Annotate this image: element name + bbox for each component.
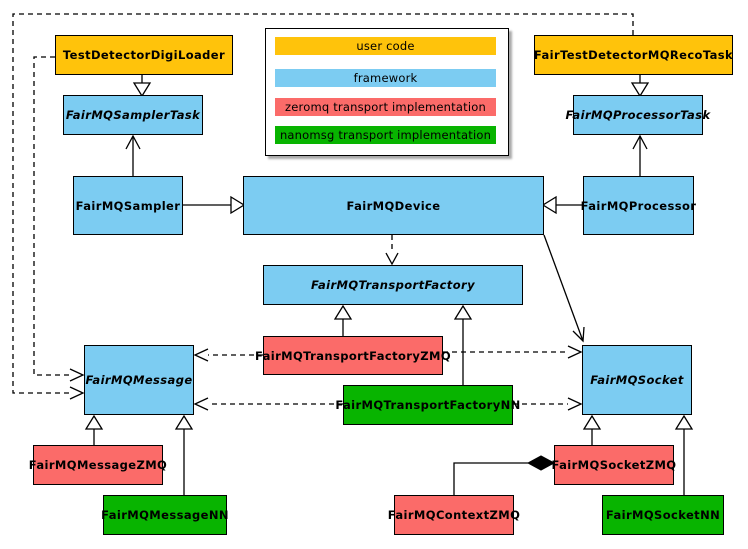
class-box-fairmqprocessor: FairMQProcessor <box>581 176 696 235</box>
edge-inheritance-socketzmq-socket <box>582 414 602 445</box>
edge-dependency-factoryzmq-socket <box>443 345 583 359</box>
edge-association-device-socket <box>543 234 585 343</box>
edge-inheritance-recotask-processortask <box>630 75 650 98</box>
class-box-testdetectordigiloader: TestDetectorDigiLoader <box>55 35 233 75</box>
class-box-fairmqsamplertask: FairMQSamplerTask <box>63 95 203 135</box>
edge-inheritance-messagezmq-message <box>84 414 104 445</box>
class-box-fairmqmessagezmq: FairMQMessageZMQ <box>29 445 167 485</box>
edge-composition-socketzmq-contextzmq <box>453 455 556 495</box>
class-box-fairmqprocessortask: FairMQProcessorTask <box>566 95 710 135</box>
edge-dependency-factorynn-socket <box>513 397 583 411</box>
class-box-fairmqtransportfactorynn: FairMQTransportFactoryNN <box>335 385 520 425</box>
edge-dependency-factoryzmq-message <box>193 348 263 362</box>
edge-inheritance-socketnn-socket <box>674 414 694 495</box>
class-box-fairmqcontextzmq: FairMQContextZMQ <box>388 495 520 535</box>
class-box-fairmqtransportfactoryzmq: FairMQTransportFactoryZMQ <box>255 336 451 375</box>
class-box-fairmqmessage: FairMQMessage <box>84 345 194 415</box>
legend-item-zeromq: zeromq transport implementation <box>275 98 496 116</box>
edge-inheritance-processor-device <box>541 195 583 215</box>
edge-dependency-device-transportfactory <box>385 235 399 266</box>
edge-dependency-digiloader-message <box>33 56 85 382</box>
class-box-fairmqsocketnn: FairMQSocketNN <box>602 495 724 535</box>
legend: user code framework zeromq transport imp… <box>265 28 509 156</box>
edge-association-sampler-samplertask <box>125 134 141 176</box>
edge-inheritance-messagenn-message <box>174 414 194 495</box>
edge-inheritance-sampler-device <box>183 195 246 215</box>
legend-item-framework: framework <box>275 69 496 87</box>
class-box-fairmqsocketzmq: FairMQSocketZMQ <box>552 445 676 485</box>
class-box-fairmqsocket: FairMQSocket <box>582 345 692 415</box>
legend-item-user-code: user code <box>275 37 496 55</box>
class-box-fairmqsampler: FairMQSampler <box>73 176 183 235</box>
class-box-fairmqmessagenn: FairMQMessageNN <box>101 495 228 535</box>
legend-item-nanomsg: nanomsg transport implementation <box>275 126 496 144</box>
class-box-fairtestdetectormqrecotask: FairTestDetectorMQRecoTask <box>534 35 733 75</box>
edge-dependency-recotask-message <box>12 13 634 400</box>
edge-inheritance-factoryzmq-factory <box>333 304 353 336</box>
class-box-fairmqdevice: FairMQDevice <box>243 176 544 235</box>
edge-inheritance-factorynn-factory <box>453 304 473 385</box>
edge-inheritance-digiloader-samplertask <box>132 75 152 98</box>
edge-dependency-factorynn-message <box>193 397 343 411</box>
edge-association-processor-processortask <box>632 134 648 176</box>
class-box-fairmqtransportfactory: FairMQTransportFactory <box>263 265 523 305</box>
